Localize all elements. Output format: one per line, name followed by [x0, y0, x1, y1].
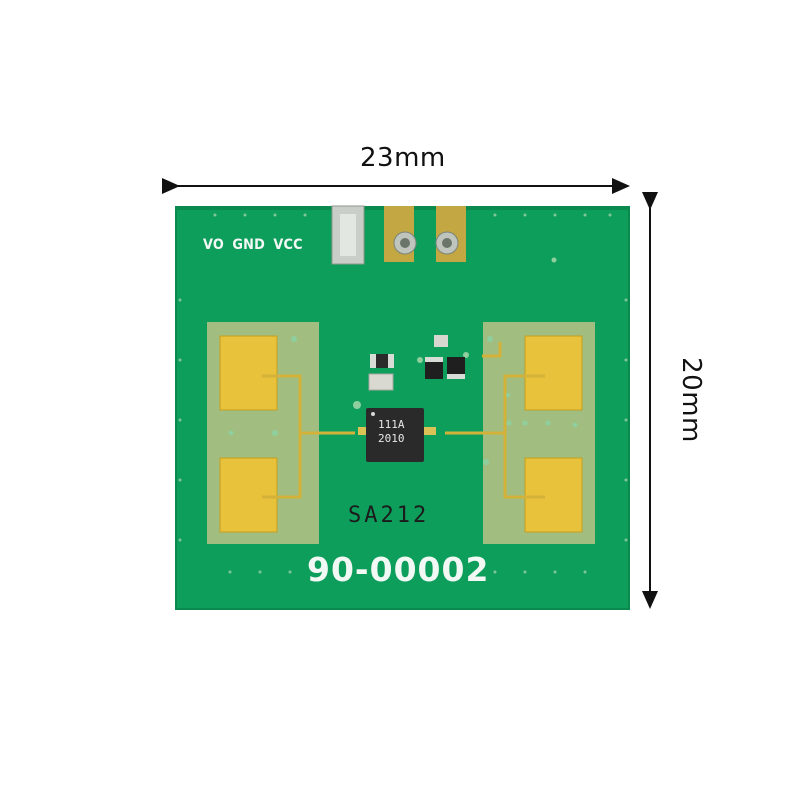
antenna-patch-left-bottom — [219, 457, 278, 533]
patch-antennas — [219, 335, 583, 533]
feed-traces — [262, 342, 545, 499]
smd-components — [368, 335, 465, 391]
edge-vias — [178, 213, 628, 574]
board-number: 90-00002 — [307, 550, 490, 589]
vias — [228, 257, 578, 465]
ic-marking-line2: 2010 — [378, 432, 405, 445]
width-dimension-label: 23mm — [360, 143, 446, 173]
radar-ic — [358, 408, 436, 462]
chip-marking: SA212 — [348, 503, 430, 528]
header-pins — [331, 205, 466, 265]
pin-labels: VO GND VCC — [203, 237, 303, 253]
ic-marking-line1: 111A — [378, 418, 405, 431]
antenna-patch-right-bottom — [524, 457, 583, 533]
antenna-patch-right-top — [524, 335, 583, 411]
antenna-patch-left-top — [219, 335, 278, 411]
